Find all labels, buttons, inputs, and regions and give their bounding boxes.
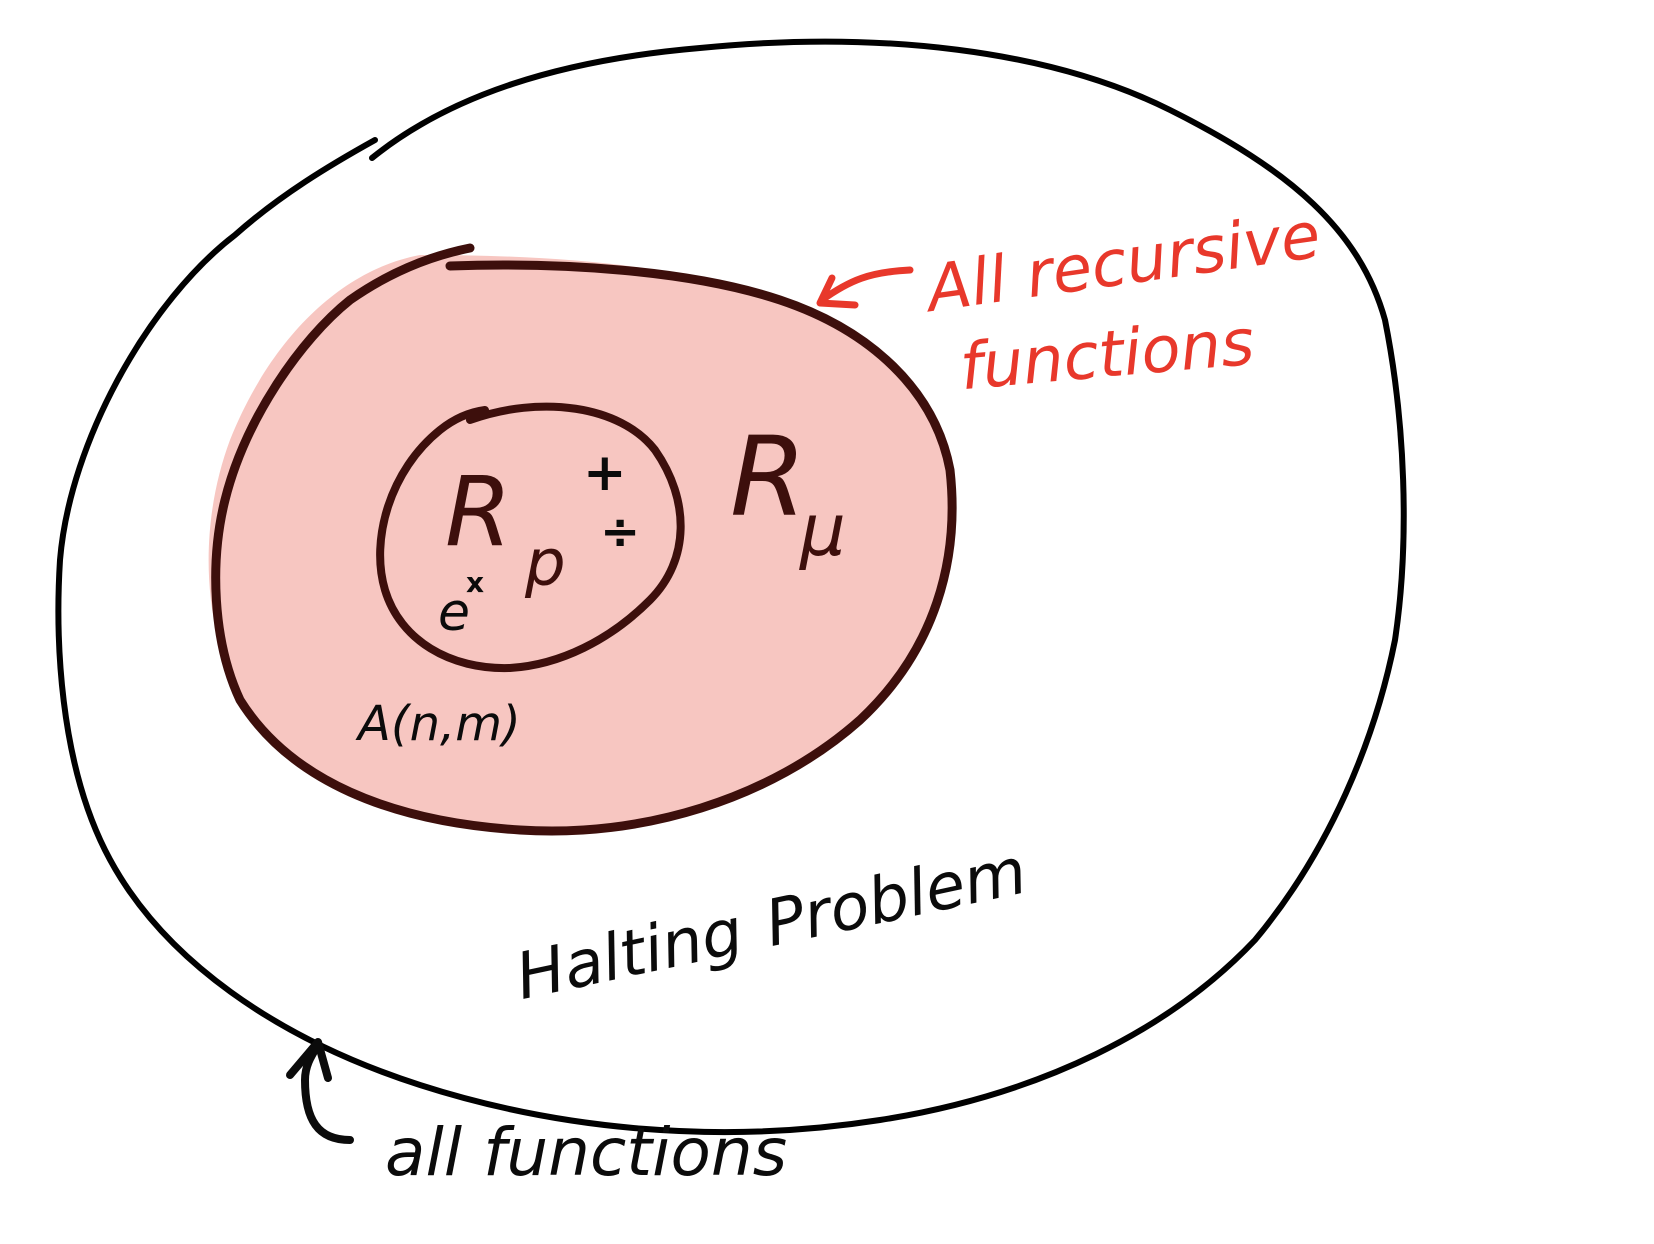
primitive-recursive-symbol: R p <box>445 456 566 601</box>
arrow-head <box>286 1038 332 1082</box>
ackermann-function-label: A(n,m) <box>355 696 521 752</box>
exp-power: x <box>466 566 484 599</box>
annotation-line1: All recursive <box>919 199 1325 328</box>
plus-symbol: + <box>583 443 627 503</box>
exponential-example: e x <box>438 566 484 643</box>
all-functions-annotation: all functions <box>286 1038 787 1191</box>
all-functions-boundary <box>55 38 1407 1136</box>
divide-symbol: ÷ <box>600 504 640 560</box>
rmu-subscript: μ <box>799 488 846 572</box>
rmu-symbol: R <box>730 413 806 541</box>
recursive-fill <box>208 255 953 832</box>
rp-subscript: p <box>524 527 566 601</box>
exp-base: e <box>438 583 470 643</box>
recursive-functions-region <box>208 243 957 836</box>
primitive-recursive-region <box>376 402 685 673</box>
recursive-symbol: R μ <box>730 413 846 572</box>
curved-left-arrow-icon <box>818 266 914 304</box>
arrow-head <box>816 274 859 309</box>
curved-up-arrow-icon <box>300 1041 354 1144</box>
halting-problem-label: Halting Problem <box>510 835 1033 1015</box>
annotation-line2: functions <box>957 306 1257 405</box>
halting-word: Halting <box>510 895 750 1015</box>
primitive-recursive-boundary <box>376 402 685 673</box>
all-functions-label: all functions <box>385 1114 787 1191</box>
problem-word: Problem <box>759 835 1033 962</box>
recursive-boundary <box>211 243 957 836</box>
all-functions-region <box>55 38 1407 1136</box>
rp-symbol: R <box>445 456 512 568</box>
